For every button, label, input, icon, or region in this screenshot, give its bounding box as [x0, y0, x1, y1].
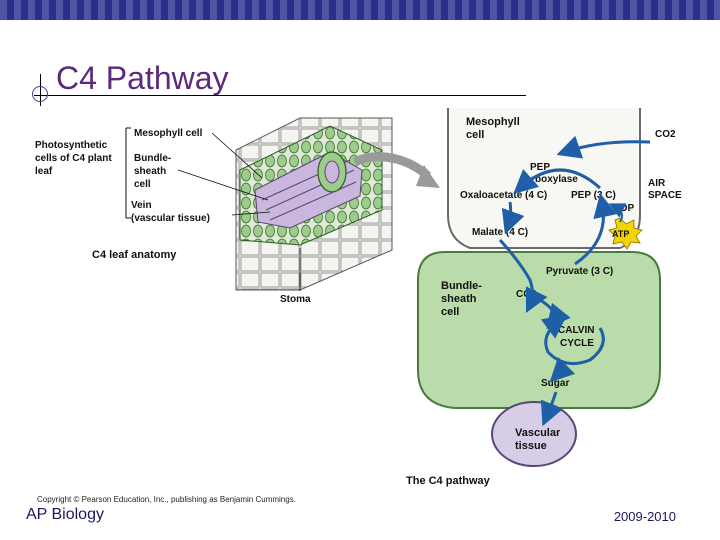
- photosynthetic-line-2: cells of C4 plant: [35, 153, 112, 164]
- bundle-sheath-cell: [417, 251, 661, 409]
- arrow-oxaloacetate-to-malate: [501, 201, 525, 235]
- arrow-pep-to-oxaloacetate: [513, 168, 602, 195]
- arrow-atp-adp: [608, 203, 627, 223]
- label-bracket: [125, 127, 131, 219]
- air-space-line-1: AIR: [648, 178, 666, 189]
- arrow-sugar: [549, 356, 576, 383]
- mesophyll-cell-label: Mesophyll cell: [134, 128, 203, 139]
- arrow-pyruvate-up: [574, 193, 617, 266]
- pyruvate-label: Pyruvate (3 C): [546, 266, 613, 277]
- adp-label: ADP: [613, 203, 634, 214]
- calvin-line-2: CYCLE: [560, 338, 594, 349]
- bundle-sheath-line-1: Bundle-: [134, 153, 171, 164]
- crosshair-icon: [32, 86, 48, 102]
- header-pattern: [0, 0, 720, 20]
- sugar-label: Sugar: [541, 378, 569, 389]
- co2-air-label: CO2: [655, 129, 676, 140]
- pep-label: PEP (3 C): [571, 190, 616, 201]
- pep-carboxylase-line-2: carboxylase: [520, 174, 578, 185]
- title-underline: [34, 95, 526, 96]
- bundle-sheath-title-2: sheath: [441, 293, 477, 305]
- photosynthetic-line-3: leaf: [35, 166, 53, 177]
- vascular-line-2: tissue: [515, 440, 547, 452]
- copyright-notice: Copyright © Pearson Education, Inc., pub…: [37, 495, 296, 504]
- pep-carboxylase-line-1: PEP: [530, 162, 550, 173]
- zoom-arrow-head: [416, 165, 440, 188]
- vascular-line-1: Vascular: [515, 427, 561, 439]
- bundle-sheath-title-1: Bundle-: [441, 280, 482, 292]
- bundle-sheath-line-2: sheath: [134, 166, 166, 177]
- footer-course: AP Biology: [26, 506, 104, 523]
- photosynthetic-label: Photosynthetic cells of C4 plant leaf: [35, 140, 112, 177]
- bundle-sheath-line-3: cell: [134, 179, 151, 190]
- mesophyll-cell: [447, 108, 641, 249]
- bundle-sheath-title-3: cell: [441, 306, 459, 318]
- vein-line-2: (vascular tissue): [131, 213, 210, 224]
- arrow-co2-in: [556, 135, 651, 159]
- header-bar: [0, 0, 720, 20]
- footer-year: 2009-2010: [613, 509, 676, 524]
- slide-title: C4 Pathway: [56, 60, 229, 96]
- air-space-line-2: SPACE: [648, 190, 682, 201]
- photosynthetic-line-1: Photosynthetic: [35, 140, 108, 151]
- pathway-caption: The C4 pathway: [406, 475, 491, 487]
- oxaloacetate-label: Oxaloacetate (4 C): [460, 190, 547, 201]
- leaf-block: [235, 117, 393, 291]
- leaf-anatomy-caption: C4 leaf anatomy: [92, 249, 177, 261]
- arrow-malate-down: [498, 238, 548, 314]
- calvin-line-1: CALVIN: [558, 325, 594, 336]
- vein-line-1: Vein: [131, 200, 152, 211]
- mesophyll-title-1: Mesophyll: [466, 116, 520, 128]
- mesophyll-title-2: cell: [466, 129, 484, 141]
- arrow-to-vascular: [540, 391, 563, 427]
- atp-badge: [608, 217, 643, 250]
- malate-label: Malate (4 C): [472, 227, 528, 238]
- atp-label: ATP: [612, 229, 629, 239]
- stoma-label: Stoma: [280, 294, 311, 305]
